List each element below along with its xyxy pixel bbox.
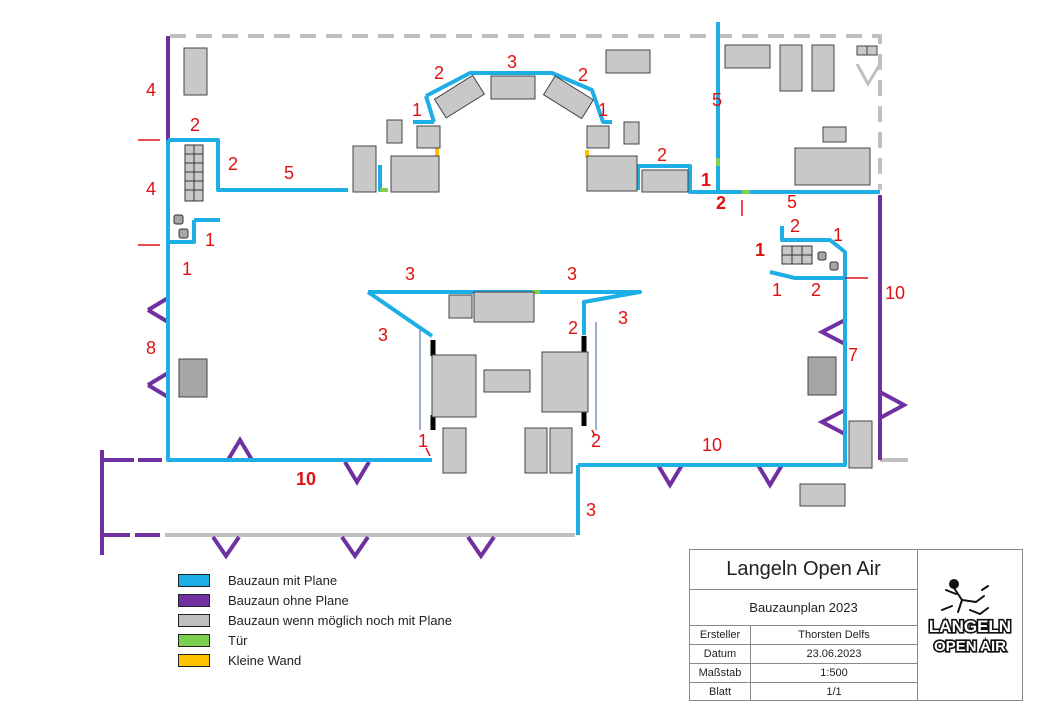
title-row-date: Datum 23.06.2023: [690, 645, 917, 664]
legend-item: Bauzaun mit Plane: [178, 570, 452, 590]
label-5: 5: [787, 192, 797, 212]
site-objects: [183, 44, 878, 507]
legend-swatch: [178, 633, 210, 647]
logo-graphic: LANGELN OPEN AIR: [927, 579, 1013, 657]
legend-label: Bauzaun mit Plane: [228, 572, 338, 588]
no-tarp-fence: [100, 36, 909, 560]
label-10: 10: [885, 283, 905, 303]
label-1: 1: [412, 100, 422, 120]
label-4: 4: [146, 80, 156, 100]
label-3: 3: [507, 52, 517, 72]
label-2: 2: [578, 65, 588, 85]
legend-swatch: [178, 593, 210, 607]
row-key: Maßstab: [690, 664, 751, 682]
row-value: 23.06.2023: [806, 648, 862, 660]
row-key: Datum: [690, 645, 751, 663]
logo-text-top: LANGELN: [929, 617, 1011, 636]
label-3: 3: [405, 264, 415, 284]
title-row-scale: Maßstab 1:500: [690, 664, 917, 683]
title-block: Langeln Open Air Bauzaunplan 2023 Erstel…: [689, 549, 1023, 701]
label-4: 4: [146, 179, 156, 199]
red-ticks: [138, 139, 868, 457]
small-wall-marks: [435, 148, 589, 158]
title-block-info: Langeln Open Air Bauzaunplan 2023 Erstel…: [690, 550, 918, 701]
label-2: 2: [657, 145, 667, 165]
legend-item: Bauzaun wenn möglich noch mit Plane: [178, 610, 452, 630]
label-1: 1: [833, 225, 843, 245]
label-1: 1: [701, 170, 711, 190]
row-key: Blatt: [690, 683, 751, 701]
label-1: 1: [755, 240, 765, 260]
legend: Bauzaun mit Plane Bauzaun ohne Plane Bau…: [178, 570, 452, 670]
label-1: 1: [205, 230, 215, 250]
segment-labels: 4 2 4 2 5 1 1 8 10 2 3 2 1 1 5 2 1 2 5 2…: [146, 52, 905, 520]
label-2: 2: [811, 280, 821, 300]
label-7: 7: [848, 345, 858, 365]
legend-item: Kleine Wand: [178, 650, 452, 670]
label-2: 2: [434, 63, 444, 83]
label-1: 1: [418, 431, 428, 451]
arc-objects: [433, 74, 595, 120]
label-2: 2: [591, 431, 601, 451]
legend-swatch: [178, 573, 210, 587]
jumper-figure-icon: [941, 579, 989, 616]
label-5: 5: [712, 90, 722, 110]
legend-swatch: [178, 613, 210, 627]
plan-subtitle: Bauzaunplan 2023: [690, 590, 917, 626]
label-1: 1: [772, 280, 782, 300]
dark-objects: [178, 356, 837, 398]
label-10: 10: [296, 469, 316, 489]
label-2: 2: [568, 318, 578, 338]
grid-container-right: [781, 245, 813, 265]
label-3: 3: [618, 308, 628, 328]
label-5: 5: [284, 163, 294, 183]
row-value: 1/1: [826, 686, 842, 698]
legend-item: Bauzaun ohne Plane: [178, 590, 452, 610]
label-1: 1: [598, 100, 608, 120]
label-1: 1: [182, 259, 192, 279]
legend-label: Bauzaun wenn möglich noch mit Plane: [228, 612, 453, 628]
label-10: 10: [702, 435, 722, 455]
langeln-logo: LANGELN OPEN AIR: [918, 550, 1022, 701]
label-2: 2: [790, 216, 800, 236]
row-key: Ersteller: [690, 626, 751, 644]
small-rounded-objects: [173, 214, 839, 271]
row-value: Thorsten Delfs: [798, 629, 870, 641]
legend-label: Bauzaun ohne Plane: [228, 592, 349, 608]
legend-swatch: [178, 653, 210, 667]
label-2: 2: [190, 115, 200, 135]
title-row-sheet: Blatt 1/1: [690, 683, 917, 701]
black-wall-segments: [430, 336, 587, 430]
label-3: 3: [586, 500, 596, 520]
title-row-author: Ersteller Thorsten Delfs: [690, 626, 917, 645]
plan-title: Langeln Open Air: [690, 550, 917, 590]
grid-container-left: [184, 144, 204, 202]
label-3: 3: [567, 264, 577, 284]
maybe-tarp-fence: [165, 34, 908, 537]
legend-label: Kleine Wand: [228, 652, 302, 668]
stage-guides: [419, 322, 597, 430]
label-3: 3: [378, 325, 388, 345]
legend-item: Tür: [178, 630, 452, 650]
logo-text-bottom: OPEN AIR: [934, 638, 1006, 655]
row-value: 1:500: [820, 667, 848, 679]
label-8: 8: [146, 338, 156, 358]
label-2: 2: [716, 193, 726, 213]
label-2: 2: [228, 154, 238, 174]
legend-label: Tür: [228, 632, 248, 648]
